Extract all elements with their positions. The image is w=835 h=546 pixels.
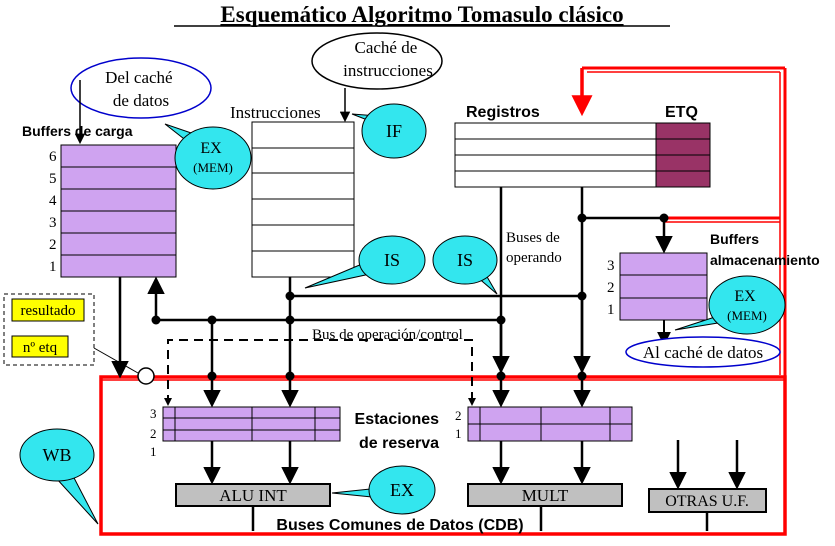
internal-buses [111,276,746,531]
mult-label: MULT [522,486,569,505]
rs-mult-row-label: 1 [455,426,462,441]
estaciones-line2: de reserva [359,435,439,452]
load-buffer-row-label: 4 [49,193,57,209]
load-buffers-label: Buffers de carga [22,123,133,139]
note-pointer [93,347,139,374]
instruction-queue [251,121,355,278]
cache-instr-line2: instrucciones [343,61,433,80]
load-buffer-row-label: 1 [49,259,57,275]
store-buffers-line1: Buffers [710,231,759,247]
register-file [454,122,711,188]
cache-datos-line1: Del caché [105,68,172,87]
if-label: IF [386,121,402,141]
cdb-label: Buses Comunes de Datos (CDB) [276,517,523,534]
load-buffer-row-label: 5 [49,171,57,187]
cache-datos-callout [70,57,212,119]
wb-label: WB [43,445,72,465]
store-buffer-row-label: 1 [607,302,615,318]
is-label-1: IS [384,250,400,270]
store-buffer-row-label: 2 [607,280,615,296]
cache-datos-line2: de datos [113,91,169,110]
ex-mem-1-line1: EX [200,140,222,157]
svg-text:Estaciones de reserva: Estaciones de reserva [355,411,444,452]
etq-label: ETQ [665,104,698,121]
instructions-label: Instrucciones [230,103,321,122]
buses-operando-line1: Buses de [506,230,560,246]
resultado-label: resultado [21,303,76,319]
svg-text:EX (MEM): EX (MEM) [727,288,767,323]
n-etq-box [11,335,69,358]
otras-uf-label: OTRAS U.F. [665,493,749,510]
store-buffer-row-label: 3 [607,258,615,274]
is-label-2: IS [457,250,473,270]
svg-text:Del caché de datos: Del caché de datos [105,68,177,110]
ex-mem-2-line2: (MEM) [727,308,767,323]
rs-mult-row-label: 2 [455,408,462,423]
store-buffers-line2: almacenamiento [710,252,820,268]
cdb-box [99,375,787,536]
junction-circle [137,367,155,385]
rs-int [162,406,341,442]
rs-mult [467,406,633,442]
svg-text:Buffers almacenamiento: Buffers almacenamiento [710,231,820,268]
control-bus-dashed [167,339,473,404]
load-buffer-row-label: 3 [49,215,57,231]
estaciones-line1: Estaciones [355,411,440,428]
rs-int-row-label: 3 [150,406,157,421]
store-buffers [619,252,708,321]
svg-text:EX (MEM): EX (MEM) [193,140,233,175]
wb-callout [55,473,99,525]
mult-unit [467,483,623,507]
cache-instr-line1: Caché de [354,38,417,57]
svg-text:Buses de operando: Buses de operando [506,230,564,266]
alu-int-label: ALU INT [219,486,287,505]
rs-int-row-label: 1 [150,444,157,459]
rs-int-row-label: 2 [150,426,157,441]
svg-text:Caché de instrucciones: Caché de instrucciones [343,38,433,80]
registers-label: Registros [466,104,540,121]
al-cache-callout [625,336,781,368]
resultado-box [11,298,85,322]
otras-uf-unit [648,488,767,513]
n-etq-label: nº etq [23,340,58,356]
load-buffer-row-label: 2 [49,237,57,253]
cache-instr-callout [311,32,443,90]
diagram-title: Esquemático Algoritmo Tomasulo clásico [220,2,623,27]
ex-mem-1-line2: (MEM) [193,160,233,175]
al-cache-label: Al caché de datos [643,343,763,362]
load-buffers [60,144,177,278]
load-buffer-row-label: 6 [49,149,57,165]
ex-label: EX [390,480,414,500]
ex-mem-2-line1: EX [734,288,756,305]
alu-int-unit [175,483,331,507]
buses-operando-line2: operando [506,250,562,266]
bus-op-control-label: Bus de operación/control [312,327,463,343]
